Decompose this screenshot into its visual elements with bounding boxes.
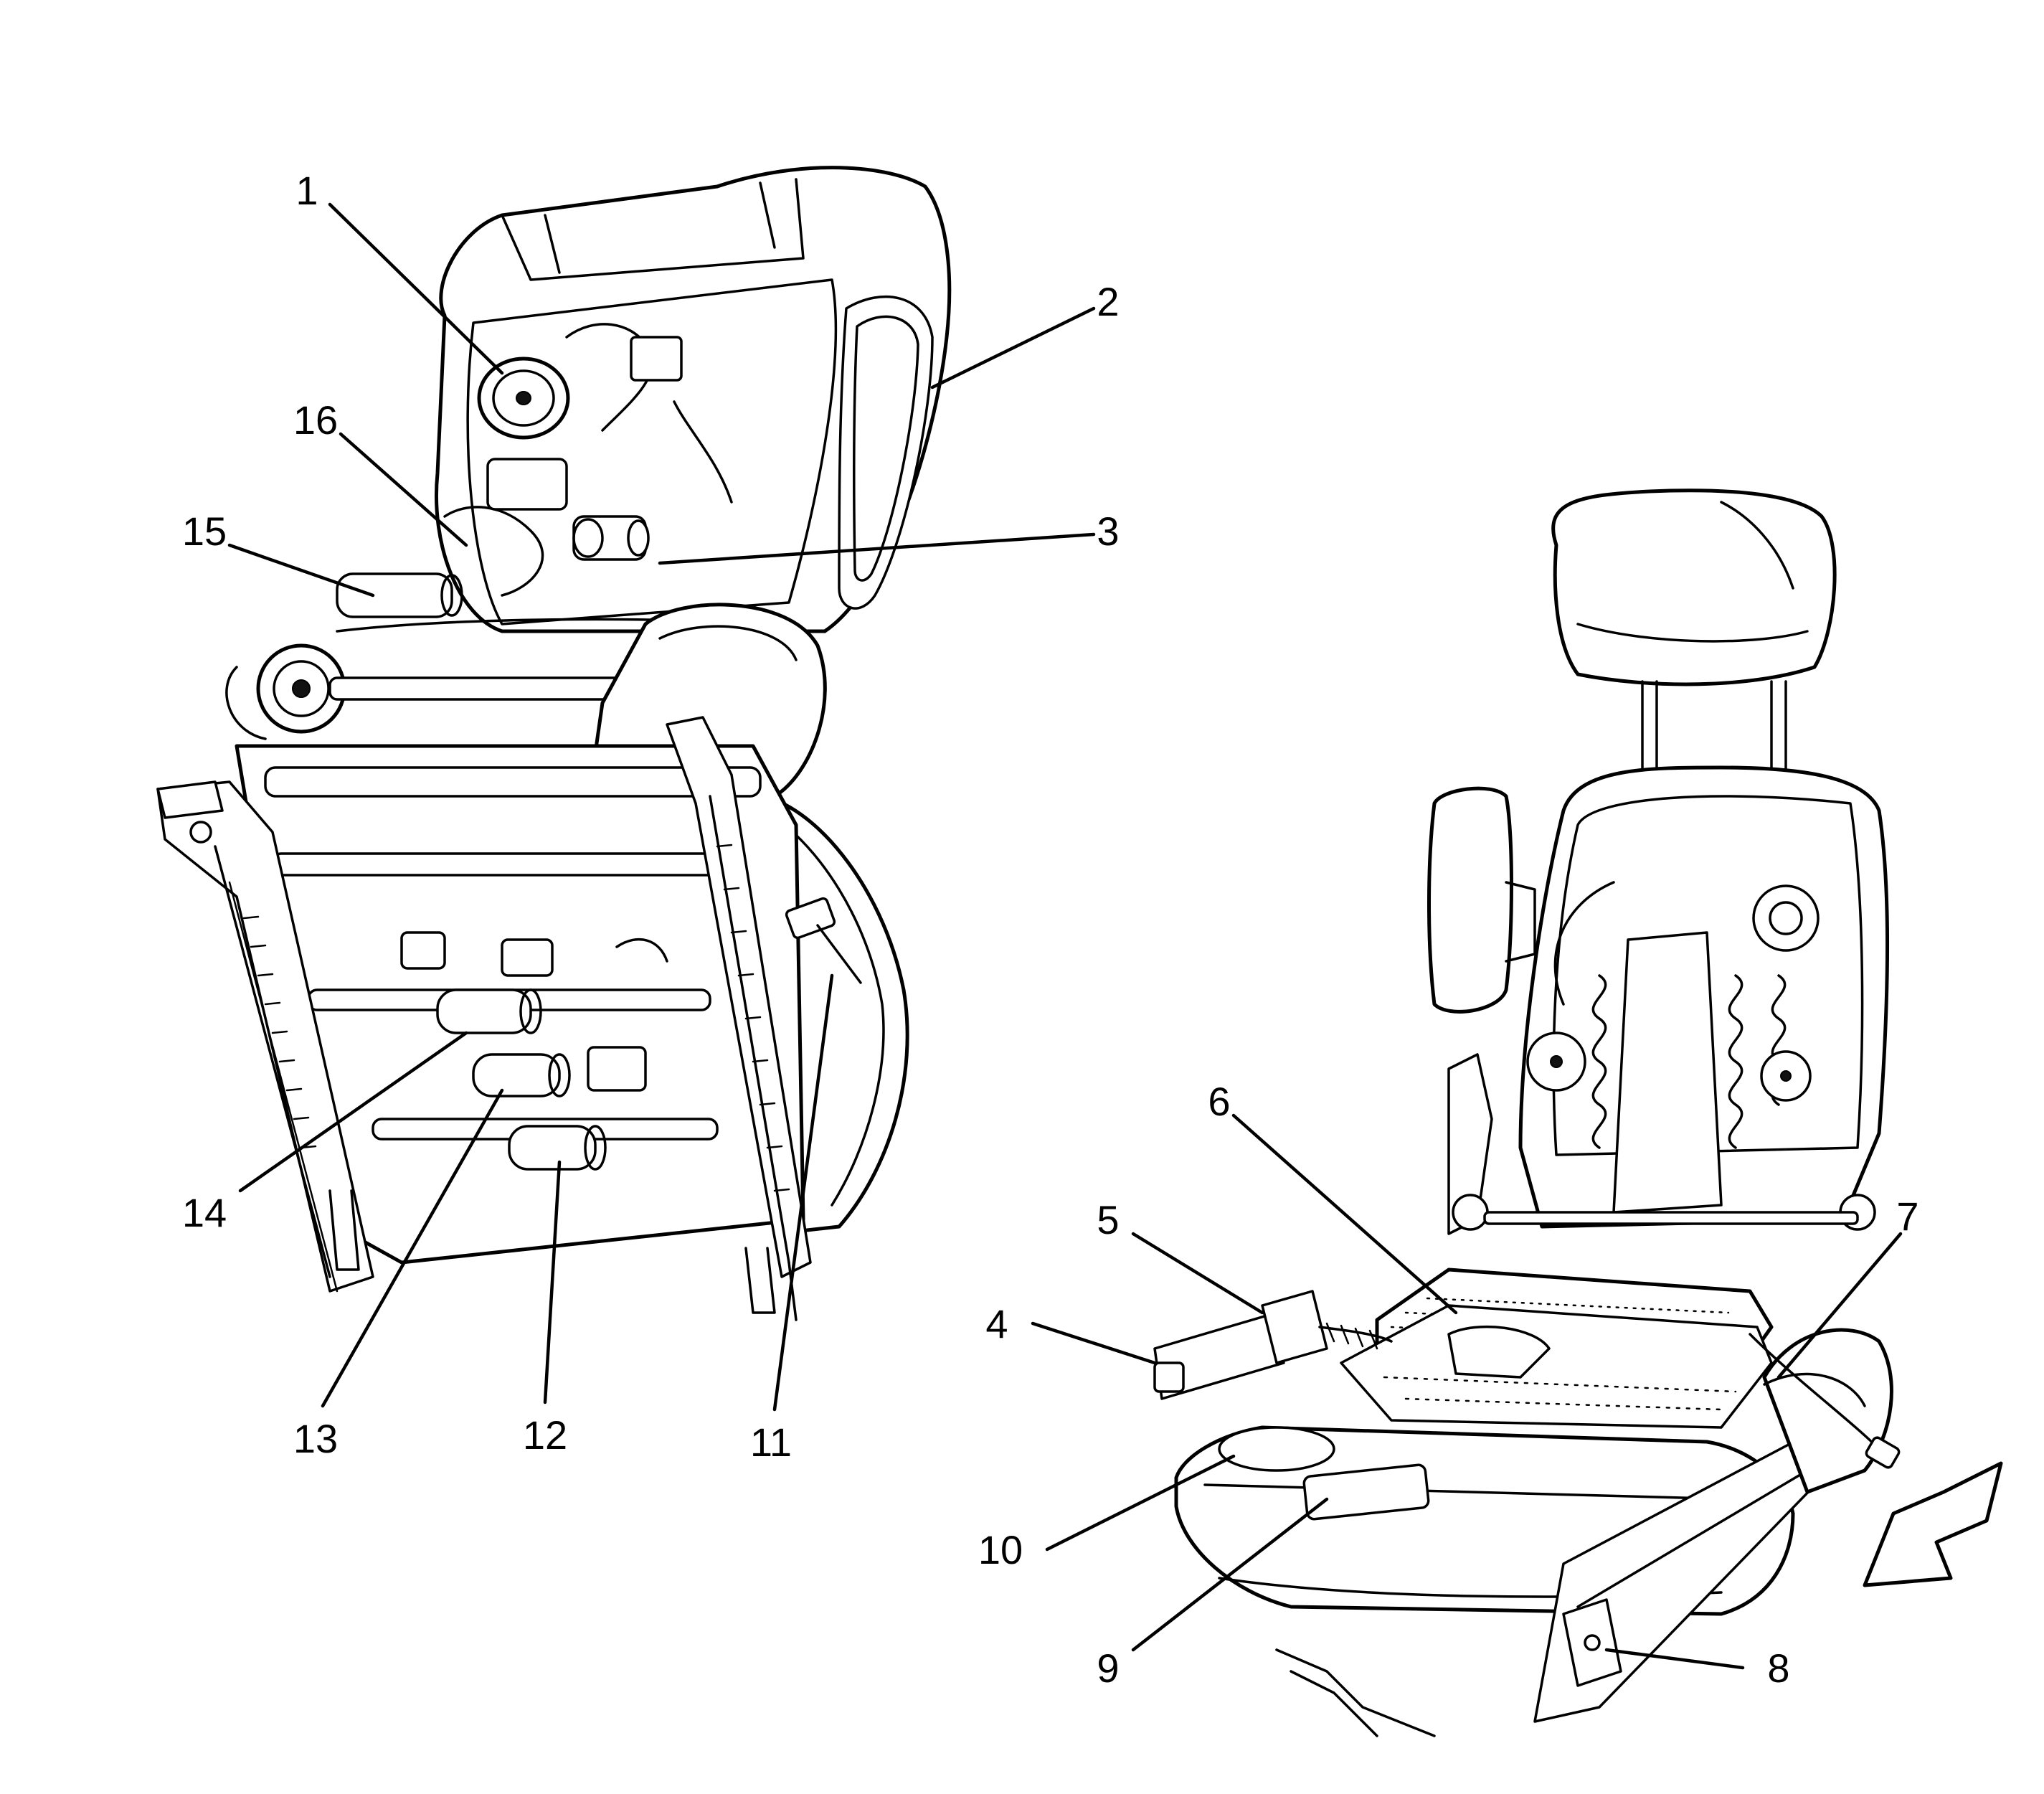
callout-10: 10 bbox=[978, 1527, 1023, 1572]
connector bbox=[1865, 1436, 1901, 1469]
callout-5: 5 bbox=[1097, 1197, 1119, 1242]
callout-15: 15 bbox=[182, 509, 227, 554]
front-vertical-motor bbox=[436, 988, 532, 1034]
leader-7 bbox=[1776, 1232, 1903, 1379]
seat-frame-lower bbox=[156, 716, 909, 1321]
seatback-shell bbox=[434, 166, 952, 633]
callout-11: 11 bbox=[750, 1420, 792, 1465]
seat-track-left bbox=[156, 780, 374, 1293]
callout-16: 16 bbox=[293, 397, 338, 443]
leader-13 bbox=[321, 1088, 504, 1408]
callout-14: 14 bbox=[182, 1190, 227, 1235]
leader-15 bbox=[227, 543, 375, 598]
leader-9 bbox=[1131, 1497, 1329, 1652]
leader-12 bbox=[543, 1160, 562, 1404]
seat-front-view bbox=[1153, 488, 1901, 1737]
callout-2: 2 bbox=[1097, 279, 1119, 324]
leader-5 bbox=[1131, 1232, 1264, 1315]
callout-7: 7 bbox=[1896, 1194, 1918, 1239]
leader-3 bbox=[658, 532, 1096, 565]
wire-harness-upper bbox=[443, 506, 544, 597]
front-direction-arrow-icon bbox=[1863, 1461, 2003, 1587]
leader-8 bbox=[1604, 1648, 1745, 1670]
horizontal-motor bbox=[508, 1125, 597, 1171]
seatback-top-band-inner bbox=[544, 214, 561, 274]
callout-9: 9 bbox=[1097, 1646, 1119, 1691]
leader-10 bbox=[1045, 1454, 1236, 1552]
side-airbag-panel bbox=[838, 295, 934, 610]
callout-6: 6 bbox=[1208, 1079, 1230, 1124]
leader-lines bbox=[227, 202, 1903, 1670]
seat-back-rear-view bbox=[225, 166, 952, 806]
seatback-inner-frame bbox=[466, 278, 838, 625]
seat-switch bbox=[785, 897, 836, 940]
leader-2 bbox=[930, 306, 1096, 390]
seatback-top-band bbox=[501, 178, 805, 281]
callout-12: 12 bbox=[523, 1412, 567, 1458]
callout-1: 1 bbox=[295, 168, 318, 213]
recliner-motor bbox=[336, 572, 453, 618]
side-airbag-module bbox=[1427, 786, 1513, 1014]
callout-4: 4 bbox=[985, 1301, 1008, 1346]
rear-vertical-motor bbox=[472, 1053, 561, 1097]
track-bracket bbox=[1562, 1598, 1622, 1687]
leader-16 bbox=[339, 432, 468, 547]
head-restraint bbox=[1551, 488, 1837, 686]
leader-14 bbox=[238, 1031, 468, 1193]
leader-4 bbox=[1031, 1321, 1157, 1365]
harness-module bbox=[1153, 1290, 1393, 1400]
seat-module bbox=[1302, 1463, 1430, 1521]
callout-13: 13 bbox=[293, 1416, 338, 1461]
seat-motors bbox=[436, 988, 607, 1171]
leader-1 bbox=[328, 202, 504, 375]
seat-track-right bbox=[666, 716, 812, 1278]
lumbar-pump-motor bbox=[1218, 1426, 1335, 1472]
leader-6 bbox=[1231, 1113, 1458, 1315]
lumbar-plate bbox=[1612, 931, 1723, 1214]
upper-actuator bbox=[1752, 884, 1820, 952]
leader-11 bbox=[772, 973, 834, 1412]
callout-8: 8 bbox=[1767, 1646, 1789, 1691]
callout-3: 3 bbox=[1097, 509, 1119, 554]
callout-labels: 1 2 3 4 5 6 7 8 9 10 11 12 13 14 15 16 bbox=[182, 168, 1919, 1691]
